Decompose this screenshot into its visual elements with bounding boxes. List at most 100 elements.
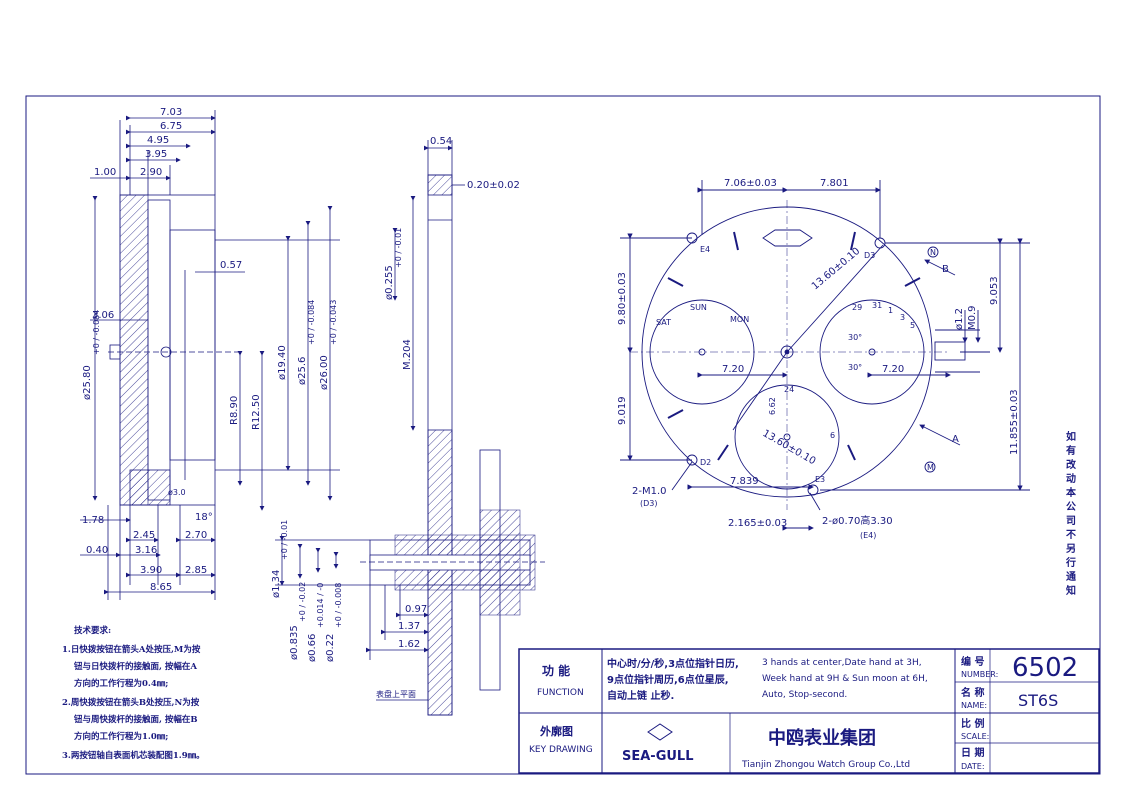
label-m: M [927,463,934,472]
dim-30-deg-a: 30° [848,333,862,342]
drawing-border [25,95,1101,775]
dim-d25-80-tolerance: +0 / -0.084 [92,310,101,355]
dim-3-95: 3.95 [145,149,167,160]
dim-2-70: 2.70 [185,530,207,541]
dim-0-40: 0.40 [86,545,108,556]
side-view [80,110,340,600]
dim-30-deg-b: 30° [848,363,862,372]
function-desc-cn-1: 中心时/分/秒,3点位指针日历, [607,657,739,670]
scale-label-en: SCALE: [961,732,989,741]
dim-6-75: 6.75 [160,121,182,132]
name-label-cn: 名 称 [961,686,984,699]
dim-d0-255-tolerance: +0 / -0.01 [394,228,403,268]
movement-name: ST6S [1018,691,1058,710]
dim-7-06: 7.06±0.03 [724,178,777,189]
subdial-left-sun: SUN [690,303,707,312]
change-notice-vertical: 如 有 改 动 本 公 司 不 另 行 通 知 [1065,430,1077,597]
dim-d1-34: ø1.34 [271,570,282,598]
key-drawing-label-en: KEY DRAWING [529,745,593,755]
dial-top-plane-label: 表盘上平面 [376,689,416,699]
function-desc-cn-3: 自动上链 止秒. [607,689,674,702]
subdial-right-3: 3 [900,313,905,322]
dim-1-78: 1.78 [82,515,104,526]
svg-text:司: 司 [1066,515,1076,527]
dim-3-90: 3.90 [140,565,162,576]
label-a: A [952,434,959,445]
dim-d0-835: ø0.835 [289,625,300,660]
dim-9-80: 9.80±0.03 [617,272,628,325]
dim-7-801: 7.801 [820,178,849,189]
svg-text:有: 有 [1066,444,1076,457]
subdial-bottom-6: 6 [830,431,835,440]
title-block-text: 功 能 FUNCTION 中心时/分/秒,3点位指针日历, 9点位指针周历,6点… [529,653,1078,771]
company-name-cn: 中鸥表业集团 [768,727,876,749]
dim-d3-0: ø3.0 [168,488,186,497]
svg-text:另: 另 [1066,543,1076,555]
svg-text:如: 如 [1066,430,1076,443]
dim-1-37: 1.37 [398,621,420,632]
dim-4-95: 4.95 [147,135,169,146]
dim-1-00: 1.00 [94,167,116,178]
drawing-number: 6502 [1012,653,1078,683]
dim-1-62: 1.62 [398,639,420,650]
svg-text:行: 行 [1065,556,1076,569]
key-drawing-label-cn: 外廓图 [539,724,573,738]
function-desc-cn-2: 9点位指针周历,6点位星辰, [607,673,729,686]
svg-text:钮与周快拨杆的接触面, 按幅在B: 钮与周快拨杆的接触面, 按幅在B [73,714,198,725]
label-b: B [942,264,949,275]
date-label-en: DATE: [961,762,985,771]
dim-3-16: 3.16 [135,545,157,556]
number-label-cn: 编 号 [961,655,984,668]
dim-r8-90: R8.90 [229,396,240,425]
dim-2-90: 2.90 [140,167,162,178]
dim-m-204: M.204 [402,339,413,370]
dim-d26-00-tolerance: +0 / -0.043 [329,300,338,345]
dim-d25-6: ø25.6 [297,357,308,385]
function-desc-en-3: Auto, Stop-second. [762,690,847,700]
dim-d0-22-tolerance: +0 / -0.008 [334,583,343,628]
dim-2-d0-70: 2-ø0.70高3.30 [822,514,893,527]
date-label-cn: 日 期 [961,746,984,759]
dim-7-20-right: 7.20 [882,364,904,375]
dim-d0-66: ø0.66 [307,634,318,662]
svg-text:动: 动 [1066,472,1076,485]
company-name-en: Tianjin Zhongou Watch Group Co.,Ltd [741,760,910,770]
subdial-left-sat: SAT [656,318,671,327]
dim-6-62: 6.62 [768,397,777,415]
subdial-right-31: 31 [872,301,882,310]
svg-text:公: 公 [1066,501,1076,513]
subdial-left-mon: MON [730,315,749,324]
subdial-right-29: 29 [852,303,862,312]
svg-text:本: 本 [1066,486,1077,499]
subdial-bottom-24: 24 [784,385,794,394]
label-d2: D2 [700,458,711,467]
dim-18-deg: 18° [195,512,213,523]
dim-2-m1-0: 2-M1.0 [632,486,667,497]
dim-d25-80: ø25.80 [82,365,93,400]
scale-label-cn: 比 例 [961,717,984,730]
function-desc-en-2: Week hand at 9H & Sun moon at 6H, [762,674,928,684]
dial-view [620,180,1030,531]
dim-d19-40: ø19.40 [277,345,288,380]
function-desc-en-1: 3 hands at center,Date hand at 3H, [762,658,922,668]
stem-view [275,140,545,716]
dim-d25-6-tolerance: +0 / -0.084 [307,300,316,345]
svg-text:通: 通 [1066,571,1076,583]
subdial-right-1: 1 [888,306,893,315]
function-label-cn: 功 能 [542,663,570,678]
dim-2-85: 2.85 [185,565,207,576]
dim-9-019: 9.019 [617,396,628,425]
dim-2-165: 2.165±0.03 [728,518,787,529]
technical-notes: 技术要求: 1.日快拨按钮在箭头A处按压,M为按 钮与日快拨杆的接触面, 按幅在… [62,625,205,761]
dim-d1-34-tolerance: +0 / -0.01 [280,520,289,560]
notes-title: 技术要求: [74,625,111,636]
dim-2-45: 2.45 [133,530,155,541]
label-n: N [930,248,936,257]
dim-d0-22: ø0.22 [325,634,336,662]
dial-view-labels: 7.06±0.03 7.801 13.60±0.10 9.80±0.03 9.0… [617,178,1020,540]
dim-7-20-left: 7.20 [722,364,744,375]
dim-d1-2: ø1.2 [954,308,965,330]
dim-m0-9: M0.9 [967,305,978,330]
